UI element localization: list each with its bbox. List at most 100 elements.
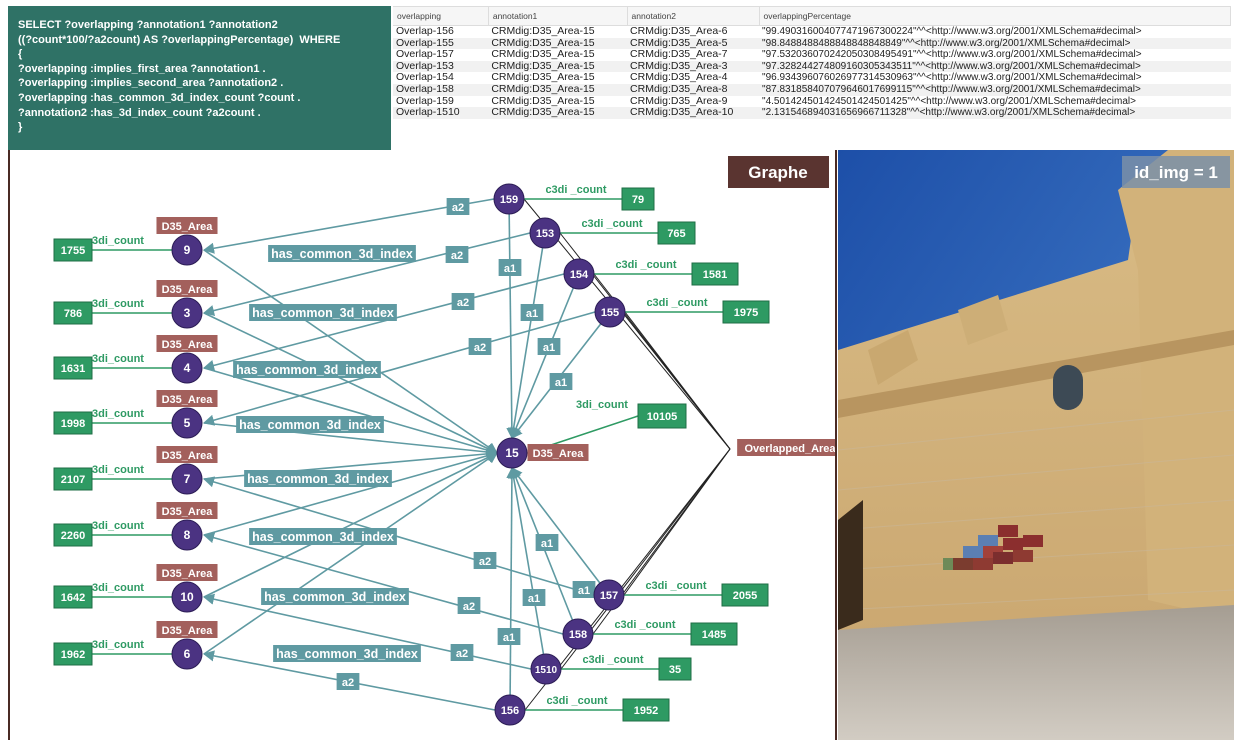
c3di-edge-label: c3di _count (646, 297, 707, 309)
table-cell: Overlap-1510 (393, 107, 489, 119)
has-common-label-box (233, 361, 381, 378)
overlap-node-id: 153 (536, 228, 554, 240)
a1-label: a1 (555, 377, 567, 389)
area-node (171, 297, 203, 329)
query-line: SELECT ?overlapping ?annotation1 ?annota… (18, 19, 278, 31)
has-common-edge (203, 452, 498, 655)
a1-edge (510, 273, 580, 440)
table-cell: Overlap-158 (393, 83, 489, 96)
c3di-count-value: 1485 (702, 629, 726, 641)
c3di-edge-label: c3di _count (614, 619, 675, 631)
c3di-count-value: 1975 (734, 307, 758, 319)
c3di-count-box (721, 583, 769, 607)
overlap-node (493, 183, 525, 215)
has-common-label: has_common_3d_index (276, 647, 418, 661)
count-edge-label: 3di_count (92, 464, 144, 476)
has-common-label-box (268, 245, 416, 262)
area-node-id: 9 (184, 243, 191, 257)
image-id-label: id_img = 1 (1134, 163, 1218, 182)
area-type-label: D35_Area (162, 506, 214, 518)
table-cell: "4.501424501424501424501425"^^<http://ww… (762, 95, 1136, 107)
count-box (53, 411, 93, 435)
table-cell: Overlap-155 (393, 37, 489, 50)
has-common-label: has_common_3d_index (239, 418, 381, 432)
table-cell: Overlap-153 (393, 60, 489, 73)
count-box (53, 585, 93, 609)
area-type-label-box (156, 621, 218, 638)
a2-label-box (473, 552, 497, 569)
area-node-id: 6 (184, 647, 191, 661)
area-type-label-box (156, 280, 218, 297)
a2-label: a2 (451, 250, 463, 262)
a2-label: a2 (457, 297, 469, 309)
has-common-label: has_common_3d_index (252, 306, 394, 320)
a1-edge (506, 466, 518, 711)
c3di-edge-label: c3di _count (581, 218, 642, 230)
area-node (171, 407, 203, 439)
count-value: 1642 (61, 592, 85, 604)
count-box (53, 238, 93, 262)
a1-label-box (549, 373, 573, 390)
a2-label: a2 (456, 648, 468, 660)
a1-label: a1 (543, 342, 555, 354)
a1-label-box (535, 534, 559, 551)
table-cell: "99.49031600407747196730022​4"^^<http://… (762, 26, 1142, 37)
c3di-edge-label: c3di _count (546, 695, 607, 707)
overlap-node (594, 296, 626, 328)
a2-label-box (336, 673, 360, 690)
a1-label-box (520, 304, 544, 321)
has-common-label-box (236, 416, 384, 433)
query-line: ?annotation2 :has_3d_index_count ?a2coun… (18, 106, 261, 119)
a2-edge (202, 476, 595, 596)
overlap-node (593, 579, 625, 611)
table-cell: "87.8318584070796460176991​15"^^<http://… (759, 83, 1231, 96)
column-header: annotation1 (488, 7, 628, 26)
center-count-edge-label: 3di_count (576, 399, 628, 411)
query-line: ?overlapping :implies_second_area ?annot… (18, 77, 284, 90)
center-count-box (637, 403, 687, 429)
c3di-edge-label: c3di _count (545, 184, 606, 196)
graph-title-box (728, 156, 829, 188)
table-cell: CRMdig:D35_Area-15 (491, 94, 595, 107)
overlapped-type-edge (624, 311, 731, 450)
a1-label-box (497, 628, 521, 645)
table-cell: CRMdig:D35_Area-15 (491, 48, 595, 61)
table-cell: CRMdig:D35_Area-8 (627, 83, 760, 96)
area-type-label-box (156, 335, 218, 352)
c3di-count-value: 35 (669, 664, 681, 676)
table-cell: "97.5320360702420503084954​91"^^<http://… (762, 49, 1142, 61)
count-value: 1998 (61, 418, 85, 430)
has-common-label-box (249, 304, 397, 321)
overlap-node-id: 159 (500, 194, 518, 206)
table-cell: CRMdig:D35_Area-9 (630, 94, 728, 107)
a1-edge (508, 232, 546, 440)
a2-edge (202, 311, 596, 426)
table-cell: Overlap-157 (396, 48, 454, 61)
a2-label-box (446, 198, 470, 215)
count-edge-label: 3di_count (92, 408, 144, 420)
table-cell: CRMdig:D35_Area-10 (627, 107, 760, 119)
query-line: ?overlapping :implies_first_area ?annota… (18, 62, 266, 75)
c3di-count-box (621, 187, 655, 211)
area-node (171, 352, 203, 384)
a2-label-box (451, 293, 475, 310)
overlap-node-id: 157 (600, 590, 618, 602)
area-node (171, 519, 203, 551)
area-type-label-box (156, 502, 218, 519)
table-cell: Overlap-154 (396, 71, 454, 84)
has-common-label: has_common_3d_index (271, 247, 413, 261)
has-common-edge (203, 450, 499, 536)
a2-edge (202, 198, 495, 254)
table-cell: CRMdig:D35_Area-5 (627, 37, 760, 50)
table-cell: CRMdig:D35_Area-15 (491, 71, 595, 84)
table-cell: CRMdig:D35_Area-15 (488, 107, 628, 119)
a1-label: a1 (504, 263, 516, 275)
query-line: { (18, 48, 23, 61)
a2-edge (202, 532, 564, 635)
a1-label: a1 (541, 538, 553, 550)
c3di-count-box (722, 300, 770, 324)
area-node-id: 5 (184, 416, 191, 430)
a1-label: a1 (526, 308, 538, 320)
